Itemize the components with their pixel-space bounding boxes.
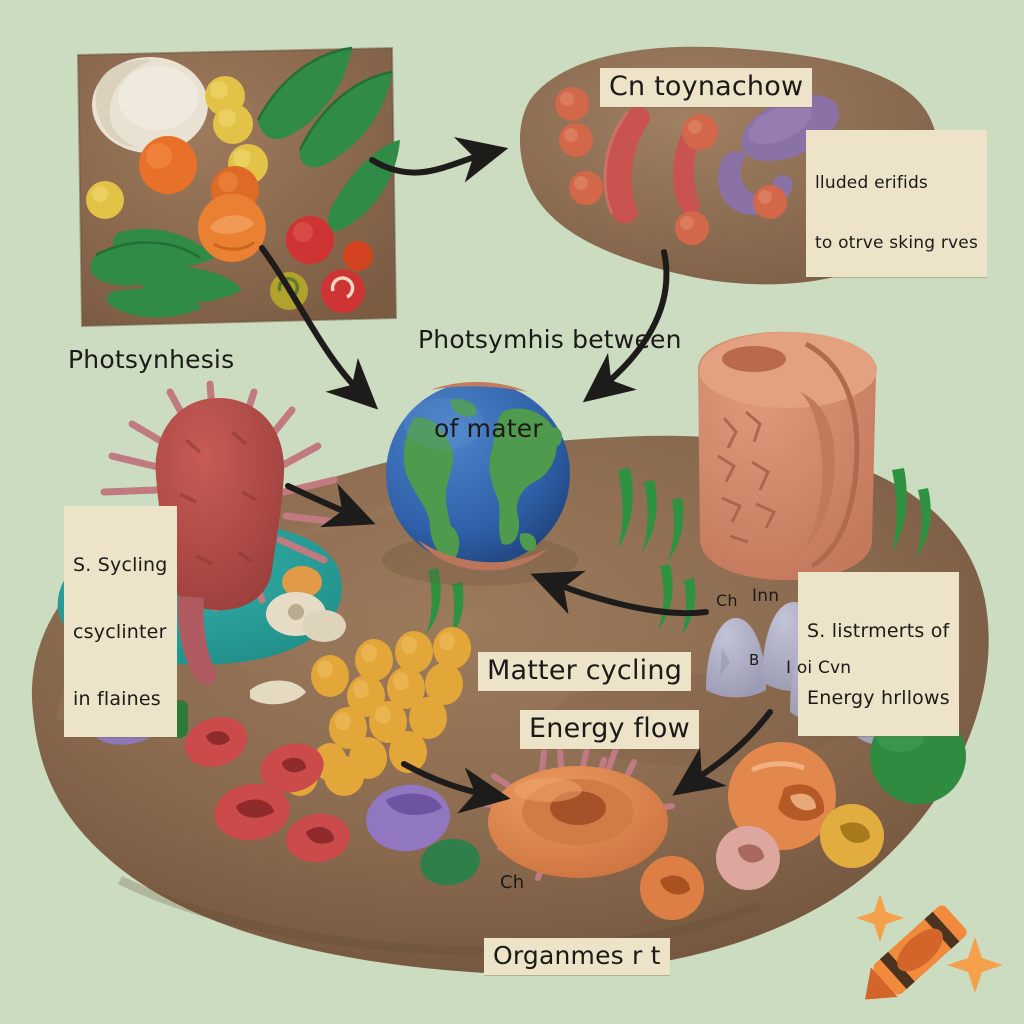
pond-note: S. Sycling csyclinter in flaines <box>64 506 177 738</box>
arrow-consumers-to-earth <box>582 249 670 403</box>
center-note: Photsymhis between of mater <box>418 266 682 473</box>
arrow-decomposers-to-earth <box>530 570 709 617</box>
micro-label-i-oi-cvn: I oi Cvn <box>786 658 852 678</box>
center-note-line1: Photsymhis between <box>418 325 682 354</box>
energy-flow-label: Energy flow <box>520 710 699 749</box>
leaf-cluster-top <box>256 46 400 231</box>
grass-tufts <box>426 468 931 638</box>
crayon-icon <box>856 894 1003 1000</box>
decomposer-note-line2: Energy hrllows <box>807 687 950 710</box>
arrow-pond-to-earth <box>285 483 376 528</box>
sphere-orange <box>555 87 787 245</box>
shell-clay <box>92 57 208 153</box>
red-shell-row <box>184 717 350 863</box>
bottom-caption: Organmes r t <box>484 938 670 975</box>
bark-cracks <box>717 410 777 544</box>
flow-arrows <box>259 137 773 814</box>
consumers-note-line1: lluded erifids <box>815 173 928 194</box>
pond-note-line2: csyclinter <box>73 621 167 644</box>
berry-yellow <box>86 76 268 219</box>
micro-label-inn: Inn <box>752 586 780 606</box>
micro-label-ch-bottom: Ch <box>500 872 525 893</box>
arrow-decomposers-to-detritivore <box>672 709 773 796</box>
decomposer-note: S. listrmerts of Energy hrllows <box>798 572 959 736</box>
leaf-cluster-bottom <box>90 228 242 318</box>
consumers-panel-title: Cn toynachow <box>600 68 813 107</box>
detritivore-ring <box>483 741 675 881</box>
purple-shell <box>366 784 450 852</box>
consumers-panel-note: lluded erifids to otrve sking rves <box>806 130 988 278</box>
arrow-producers-to-earth <box>259 245 379 410</box>
sparkle-icon <box>947 937 1003 993</box>
center-note-line2: of mater <box>434 413 543 443</box>
worm-red <box>603 107 707 224</box>
pond-note-line3: in flaines <box>73 688 161 711</box>
pond-note-line1: S. Sycling <box>73 553 168 576</box>
matter-cycling-label: Matter cycling <box>478 652 692 691</box>
orange-shell-big <box>728 742 836 850</box>
micro-label-ch-top: Ch <box>716 591 738 610</box>
arrow-producers-to-consumers <box>369 137 509 183</box>
tree-stump <box>426 331 958 704</box>
consumers-note-line2: to otrve sking rves <box>815 233 979 254</box>
pink-shell <box>716 826 780 890</box>
producers-panel <box>76 46 400 328</box>
decomposer-note-line1: S. listrmerts of <box>807 619 950 642</box>
earth-globe <box>382 381 578 586</box>
arrow-seeds-to-detritivore <box>401 761 511 814</box>
continents <box>403 398 562 564</box>
producers-panel-caption: Photsynhesis <box>68 345 235 374</box>
micro-label-b: B <box>749 651 760 669</box>
yellow-shell <box>820 804 884 868</box>
sparkle-icon <box>856 894 904 942</box>
orange-shell-small <box>640 856 704 920</box>
berry-orange <box>139 136 266 262</box>
